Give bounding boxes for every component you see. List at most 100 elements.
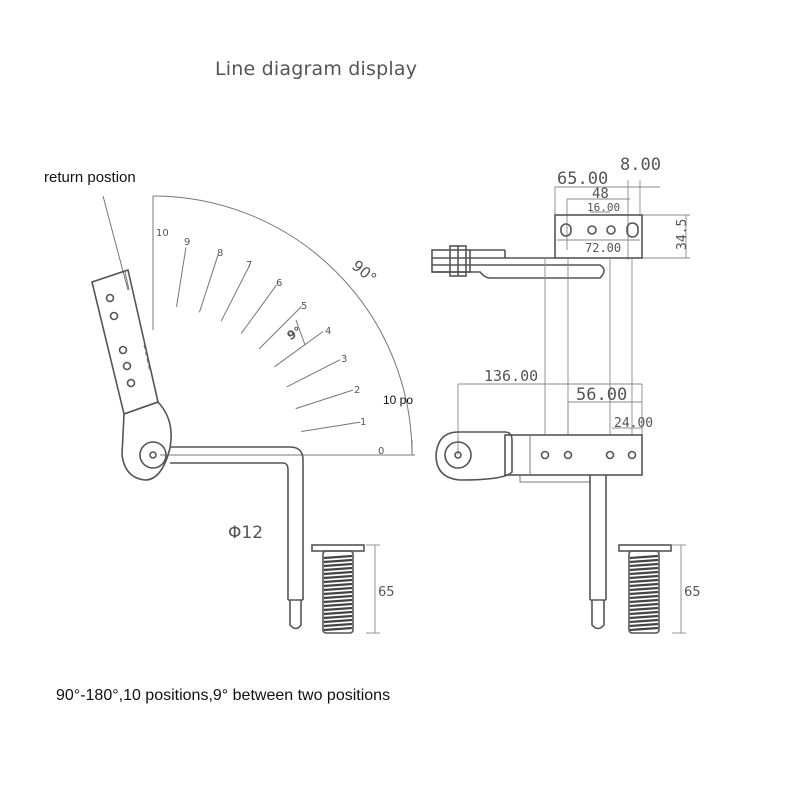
projection-lines (544, 258, 633, 435)
fan-ray-6 (240, 284, 277, 334)
fan-arc (152, 195, 413, 456)
dim-48: 48 (592, 186, 609, 202)
fan-label-1: 1 (360, 417, 366, 428)
fan-ray-3 (286, 359, 341, 388)
fan-ray-1 (301, 421, 361, 432)
rod-diameter-label: Φ12 (228, 523, 263, 543)
plate-hole-4 (122, 361, 132, 371)
lower-hinge (435, 431, 643, 483)
right-rod-tip (590, 599, 606, 630)
bracket-slot-2 (626, 222, 639, 238)
fan-label-7: 7 (246, 260, 252, 271)
left-rod (170, 446, 304, 630)
angle-fan: 0 1 2 3 4 5 6 7 8 9 10 90° 9° 10 po (152, 195, 415, 457)
bolt-thread (323, 598, 353, 604)
dim-16: 16.00 (587, 201, 620, 214)
bolt-thread (323, 626, 353, 632)
lower-pivot-ring (444, 441, 472, 469)
bolt-thread (629, 606, 659, 612)
bolt-thread (629, 586, 659, 592)
rod-outer (170, 446, 304, 600)
bolt-thread (323, 562, 353, 568)
bolt-thread (323, 582, 353, 588)
bolt-thread (629, 582, 659, 588)
dim-24: 24.00 (614, 416, 653, 431)
lower-hole-4 (627, 450, 637, 460)
fan-label-10: 10 (156, 228, 169, 239)
fan-label-5: 5 (301, 301, 307, 312)
fan-ray-9 (176, 247, 187, 307)
fan-angle-label: 90° (348, 257, 380, 288)
fan-label-9: 9 (184, 237, 190, 248)
bracket-hole-1 (587, 225, 597, 235)
bolt-thread (629, 598, 659, 604)
return-position-label: return postion (44, 169, 136, 186)
left-hinge-plate (91, 195, 172, 481)
top-dimensions (554, 180, 690, 260)
bracket-hole-2 (606, 225, 616, 235)
right-bolt (618, 544, 686, 634)
bolt-thread (629, 578, 659, 584)
return-position-line (102, 195, 129, 291)
bolt-thread (323, 602, 353, 608)
dim-65: 65.00 (557, 169, 608, 189)
plate-hole-2 (109, 311, 119, 321)
bolt-thread (629, 562, 659, 568)
lower-hole-2 (563, 450, 573, 460)
fan-position-note: 10 po (383, 393, 413, 407)
bolt-thread (629, 570, 659, 576)
fan-ray-8 (198, 255, 219, 313)
bolt-thread (629, 622, 659, 628)
bolt-thread (323, 590, 353, 596)
bolt-shank (322, 550, 354, 634)
lower-plate (504, 434, 643, 476)
bolt-thread (629, 566, 659, 572)
plate-hole-1 (105, 293, 115, 303)
lower-pivot-pin (454, 451, 462, 459)
fan-label-4: 4 (325, 326, 331, 337)
fan-label-3: 3 (341, 354, 347, 365)
dim-8: 8.00 (620, 155, 661, 175)
bolt-head (311, 544, 365, 552)
bolt-thread (323, 558, 353, 564)
fan-label-8: 8 (217, 248, 223, 259)
bolt-thread (323, 586, 353, 592)
bolt-thread (323, 614, 353, 620)
lower-knuckle (435, 431, 513, 481)
right-bolt-length-label: 65 (684, 585, 701, 600)
page-title: Line diagram display (215, 58, 418, 80)
bolt-thread (323, 610, 353, 616)
fan-ray-5 (258, 306, 302, 350)
bolt-thread (629, 602, 659, 608)
lower-dimensions (457, 383, 643, 455)
dim-136: 136.00 (484, 367, 538, 385)
arm-knuckle (431, 249, 471, 273)
bolt-thread (629, 626, 659, 632)
fan-ray-2 (295, 389, 353, 410)
bolt-thread (323, 578, 353, 584)
bolt-thread (629, 594, 659, 600)
bolt-thread (323, 618, 353, 624)
pivot-ring (139, 441, 167, 469)
bolt-thread (629, 590, 659, 596)
right-rod (589, 475, 607, 630)
bolt-thread (323, 606, 353, 612)
bolt-thread (629, 614, 659, 620)
dim-56: 56.00 (576, 385, 627, 405)
bolt-thread (629, 610, 659, 616)
pivot-pin (149, 451, 157, 459)
bolt-thread (323, 554, 353, 560)
right-rod-body (589, 475, 607, 600)
lower-hole-3 (605, 450, 615, 460)
rod-tip (288, 599, 303, 630)
bolt-thread (323, 566, 353, 572)
bolt-thread (629, 558, 659, 564)
fan-label-0: 0 (378, 446, 384, 457)
fan-ray-7 (220, 267, 249, 322)
bolt-thread (629, 574, 659, 580)
fan-ray-4 (274, 331, 324, 368)
bolt-thread (323, 570, 353, 576)
bolt-length-label: 65 (378, 585, 395, 600)
hinge-knuckle (121, 401, 172, 481)
